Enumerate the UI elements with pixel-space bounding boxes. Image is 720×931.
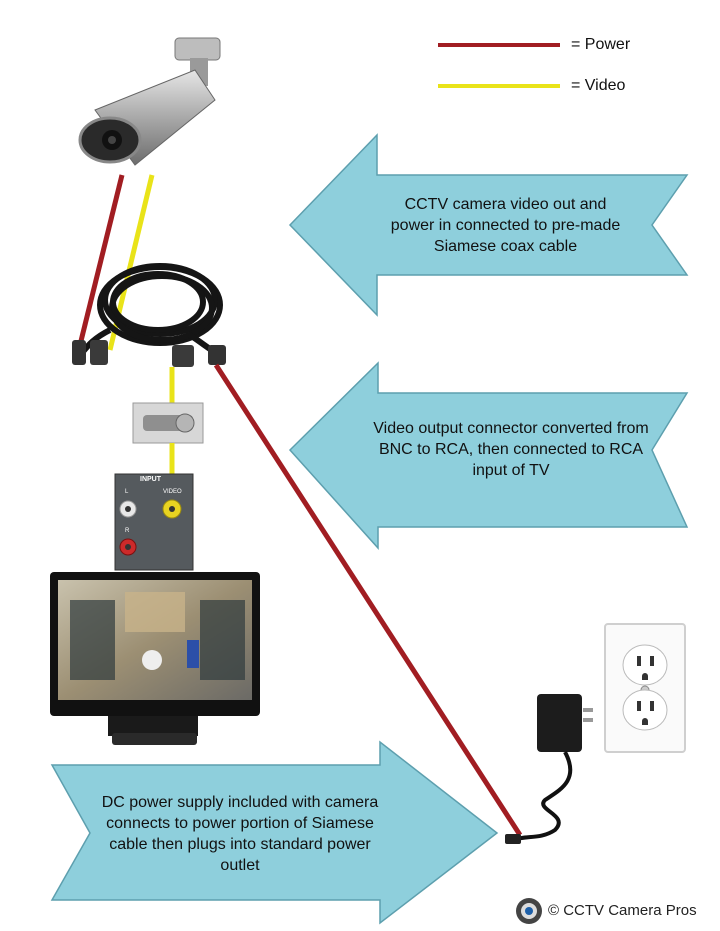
tv-input-panel (114, 473, 194, 571)
panel-input-label: INPUT (140, 476, 161, 483)
power-arrow-text: DC power supply included with camera con… (101, 794, 379, 874)
legend-power-label: = Power (571, 36, 631, 53)
camera-power-cable (77, 174, 125, 346)
dc-connector-left (72, 340, 86, 365)
legend-video-label: = Video (571, 77, 626, 94)
power-line-to-adapter (213, 363, 523, 837)
camera-arrow-text: CCTV camera video out and power in conne… (390, 196, 621, 255)
monitor (50, 572, 260, 745)
cctv-camera (78, 37, 221, 166)
siamese-cable-coil (77, 263, 223, 358)
video-arrow-text: Video output connector converted from BN… (373, 420, 649, 479)
bnc-connector-left (90, 340, 108, 365)
arrow-video (288, 361, 689, 550)
wall-outlet (604, 623, 686, 753)
panel-r-label: R (125, 528, 130, 534)
bnc-rca-adapter (132, 402, 204, 444)
power-supply (505, 694, 593, 844)
dc-connector-right (208, 345, 226, 365)
arrow-camera (288, 133, 689, 317)
panel-l-label: L (125, 489, 129, 495)
footer-credit: © CCTV Camera Pros (548, 902, 697, 919)
arrow-power (50, 740, 499, 925)
cctv-logo-icon (516, 898, 542, 924)
bnc-connector-right (172, 345, 194, 367)
panel-video-label: VIDEO (163, 489, 182, 495)
